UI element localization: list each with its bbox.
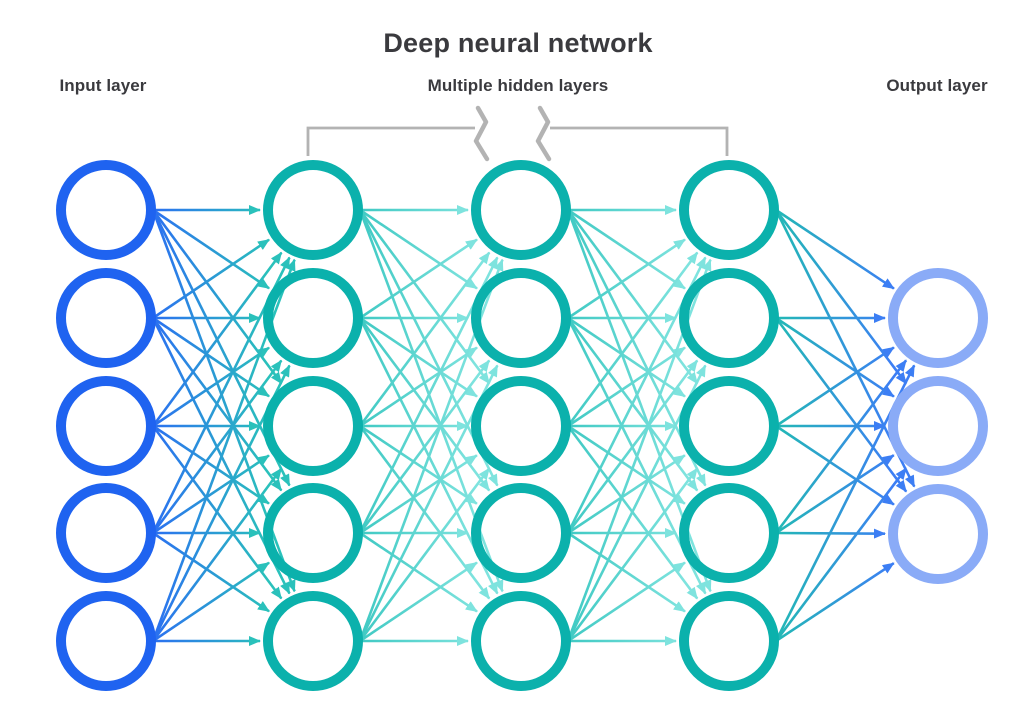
layer-hidden-1 bbox=[263, 160, 363, 691]
node-hidden-1-4 bbox=[263, 483, 363, 583]
node-input-5 bbox=[56, 591, 156, 691]
node-output-3 bbox=[888, 484, 988, 584]
edge bbox=[567, 531, 686, 613]
node-hidden-1-1 bbox=[263, 160, 363, 260]
edge bbox=[152, 561, 270, 643]
edge bbox=[775, 424, 895, 506]
hidden-layers-bracket bbox=[306, 105, 729, 162]
node-hidden-2-4 bbox=[471, 483, 571, 583]
layer-input bbox=[56, 160, 156, 691]
edge bbox=[152, 454, 270, 535]
edge bbox=[566, 467, 699, 642]
node-hidden-3-1 bbox=[679, 160, 779, 260]
edge bbox=[151, 467, 283, 642]
edge bbox=[152, 424, 270, 505]
edge bbox=[359, 424, 478, 505]
output-layer-label: Output layer bbox=[886, 76, 988, 95]
edge bbox=[566, 359, 699, 534]
node-hidden-1-3 bbox=[263, 376, 363, 476]
edge bbox=[775, 208, 895, 290]
edge bbox=[567, 424, 686, 505]
node-hidden-2-3 bbox=[471, 376, 571, 476]
node-output-2 bbox=[888, 376, 988, 476]
edge bbox=[775, 454, 895, 535]
bracket-line bbox=[306, 126, 475, 156]
node-hidden-3-5 bbox=[679, 591, 779, 691]
node-hidden-2-1 bbox=[471, 160, 571, 260]
bracket-break-mark bbox=[535, 105, 552, 162]
edges-input-to-hidden-1 bbox=[151, 205, 296, 646]
edge bbox=[151, 359, 283, 534]
node-input-1 bbox=[56, 160, 156, 260]
node-hidden-3-2 bbox=[679, 268, 779, 368]
node-output-1 bbox=[888, 268, 988, 368]
edge bbox=[358, 467, 491, 642]
node-hidden-2-2 bbox=[471, 268, 571, 368]
bracket-break-mark bbox=[473, 105, 490, 162]
edge bbox=[152, 346, 270, 428]
edge bbox=[775, 562, 895, 643]
edge bbox=[152, 531, 270, 613]
node-input-4 bbox=[56, 483, 156, 583]
edge bbox=[566, 251, 699, 427]
node-hidden-3-4 bbox=[679, 483, 779, 583]
edge bbox=[359, 531, 478, 613]
layer-output bbox=[888, 268, 988, 584]
node-hidden-2-5 bbox=[471, 591, 571, 691]
edge bbox=[567, 238, 686, 320]
edge bbox=[775, 346, 895, 428]
edge bbox=[152, 208, 270, 290]
node-hidden-1-5 bbox=[263, 591, 363, 691]
node-input-2 bbox=[56, 268, 156, 368]
node-hidden-1-2 bbox=[263, 268, 363, 368]
input-layer-label: Input layer bbox=[59, 76, 147, 95]
edge bbox=[151, 251, 283, 427]
edge bbox=[567, 346, 686, 428]
edge bbox=[359, 238, 478, 320]
page-title: Deep neural network bbox=[383, 28, 653, 58]
layer-hidden-3 bbox=[679, 160, 779, 691]
edge bbox=[774, 467, 908, 642]
edges-hidden-1-to-hidden-2 bbox=[358, 205, 504, 646]
edges-hidden-2-to-hidden-3 bbox=[566, 205, 712, 646]
edge bbox=[358, 359, 491, 534]
edge bbox=[567, 208, 686, 290]
edge bbox=[567, 561, 686, 643]
hidden-layers-label: Multiple hidden layers bbox=[427, 76, 609, 95]
bracket-line bbox=[550, 126, 729, 156]
node-hidden-3-3 bbox=[679, 376, 779, 476]
edge bbox=[774, 209, 908, 385]
edge bbox=[567, 454, 686, 535]
layer-hidden-2 bbox=[471, 160, 571, 691]
edge bbox=[359, 208, 478, 290]
edge bbox=[774, 359, 908, 534]
edge bbox=[359, 346, 478, 428]
edge bbox=[359, 454, 478, 535]
node-input-3 bbox=[56, 376, 156, 476]
edge bbox=[359, 561, 478, 643]
edge bbox=[775, 316, 895, 398]
edge bbox=[152, 238, 270, 320]
edge bbox=[358, 251, 491, 427]
edge bbox=[774, 317, 908, 493]
